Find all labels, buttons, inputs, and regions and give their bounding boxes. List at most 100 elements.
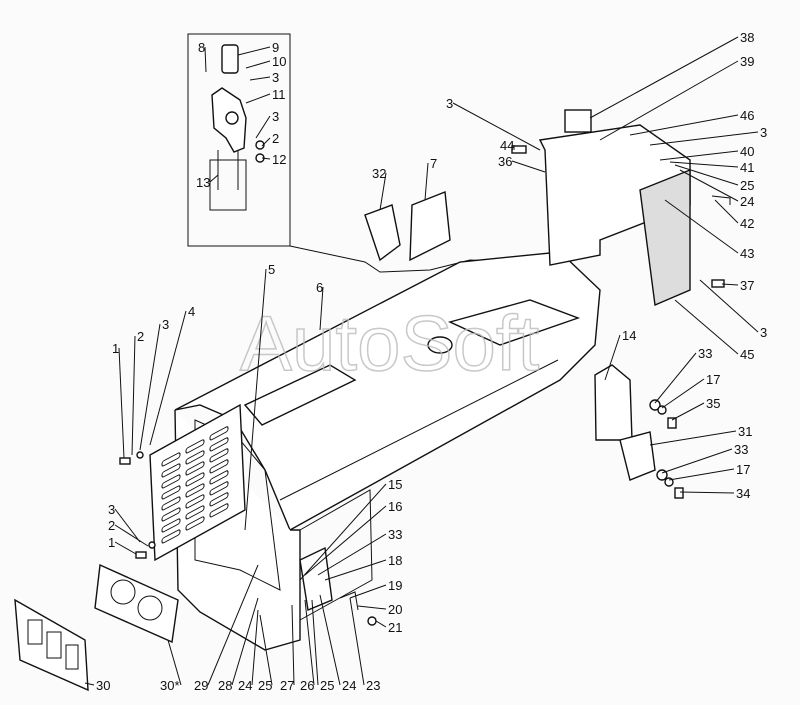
callout-label: 44 <box>500 138 514 153</box>
leader-line <box>629 114 739 136</box>
callout-label: 10 <box>272 54 286 69</box>
callout-label: 4 <box>188 304 195 319</box>
callout-label: 31 <box>738 424 752 439</box>
leader-line <box>255 115 271 139</box>
callout-label: 19 <box>388 578 402 593</box>
leader-line <box>649 430 737 446</box>
leader-line <box>231 597 259 686</box>
leader-line <box>714 199 739 224</box>
callout-label: 17 <box>706 372 720 387</box>
callout-label: 13 <box>196 175 210 190</box>
leader-line <box>679 491 735 494</box>
callout-label: 23 <box>366 678 380 693</box>
leader-line <box>209 174 219 183</box>
callout-label: 8 <box>198 40 205 55</box>
leader-line <box>589 36 739 119</box>
leader-line <box>599 60 739 141</box>
callout-label: 25 <box>258 678 272 693</box>
callout-label: 27 <box>280 678 294 693</box>
callout-label: 3 <box>108 502 115 517</box>
callout-label: 29 <box>194 678 208 693</box>
grille-slot <box>185 439 205 454</box>
callout-label: 3 <box>272 70 279 85</box>
grille-slot <box>209 470 229 485</box>
leader-line <box>324 559 387 581</box>
callout-label: 32 <box>372 166 386 181</box>
callout-label: 45 <box>740 347 754 362</box>
callout-label: 24 <box>342 678 356 693</box>
callout-label: 20 <box>388 602 402 617</box>
callout-label: 12 <box>272 152 286 167</box>
bracket-7 <box>409 191 451 262</box>
callout-label: 21 <box>388 620 402 635</box>
callout-label: 30* <box>160 678 180 693</box>
leader-line <box>699 279 759 333</box>
leader-line <box>349 584 387 599</box>
leader-line <box>679 169 739 202</box>
panel-30 <box>14 598 89 692</box>
callout-label: 33 <box>734 442 748 457</box>
callout-label: 25 <box>320 678 334 693</box>
leader-line <box>245 60 271 69</box>
callout-label: 40 <box>740 144 754 159</box>
leader-line <box>291 604 295 686</box>
leader-line <box>261 157 271 160</box>
callout-label: 18 <box>388 553 402 568</box>
grille-slot <box>185 494 205 509</box>
callout-label: 42 <box>740 216 754 231</box>
leader-line <box>299 483 387 581</box>
leader-line <box>139 323 161 451</box>
leader-line <box>304 505 387 576</box>
leader-line <box>349 597 365 686</box>
callout-label: 3 <box>760 325 767 340</box>
callout-label: 3 <box>760 125 767 140</box>
leader-line <box>661 448 733 474</box>
grille-slot <box>209 503 229 518</box>
leader-line <box>261 137 271 147</box>
grille-slot <box>161 474 181 489</box>
leader-line <box>237 46 271 56</box>
callout-label: 43 <box>740 246 754 261</box>
callout-label: 2 <box>108 518 115 533</box>
callout-label: 1 <box>112 341 119 356</box>
grille-slot <box>209 426 229 441</box>
callout-label: 35 <box>706 396 720 411</box>
callout-label: 5 <box>268 262 275 277</box>
panel-30-star <box>94 563 179 644</box>
bracket-31 <box>619 431 656 481</box>
leader-line <box>668 468 735 481</box>
callout-label: 11 <box>272 87 286 102</box>
latch-detail-inset <box>187 33 291 247</box>
grille-slot <box>161 529 181 544</box>
leader-line <box>114 524 149 547</box>
callout-label: 34 <box>736 486 750 501</box>
watermark: AutoSoft <box>240 299 540 387</box>
callout-label: 3 <box>446 96 453 111</box>
callout-label: 7 <box>430 156 437 171</box>
leader-line <box>674 299 739 355</box>
leader-line <box>511 160 546 173</box>
leader-line <box>244 268 267 531</box>
leader-line <box>721 283 739 286</box>
callout-label: 30 <box>96 678 110 693</box>
callout-label: 33 <box>698 346 712 361</box>
grille-slot <box>209 492 229 507</box>
callout-label: 2 <box>137 329 144 344</box>
callout-label: 24 <box>238 678 252 693</box>
leader-line <box>452 102 541 151</box>
callout-label: 33 <box>388 527 402 542</box>
callout-label: 37 <box>740 278 754 293</box>
leader-line <box>669 161 739 168</box>
callout-label: 16 <box>388 499 402 514</box>
grille-slot <box>185 516 205 531</box>
leader-line <box>249 76 271 81</box>
grille-slot <box>161 507 181 522</box>
grille-slot <box>185 461 205 476</box>
latch-assembly <box>209 44 265 211</box>
leader-line <box>674 164 739 186</box>
leader-line <box>319 286 324 331</box>
callout-label: 17 <box>736 462 750 477</box>
leader-line <box>604 334 621 381</box>
grille-slot <box>185 472 205 487</box>
leader-line <box>661 378 705 409</box>
